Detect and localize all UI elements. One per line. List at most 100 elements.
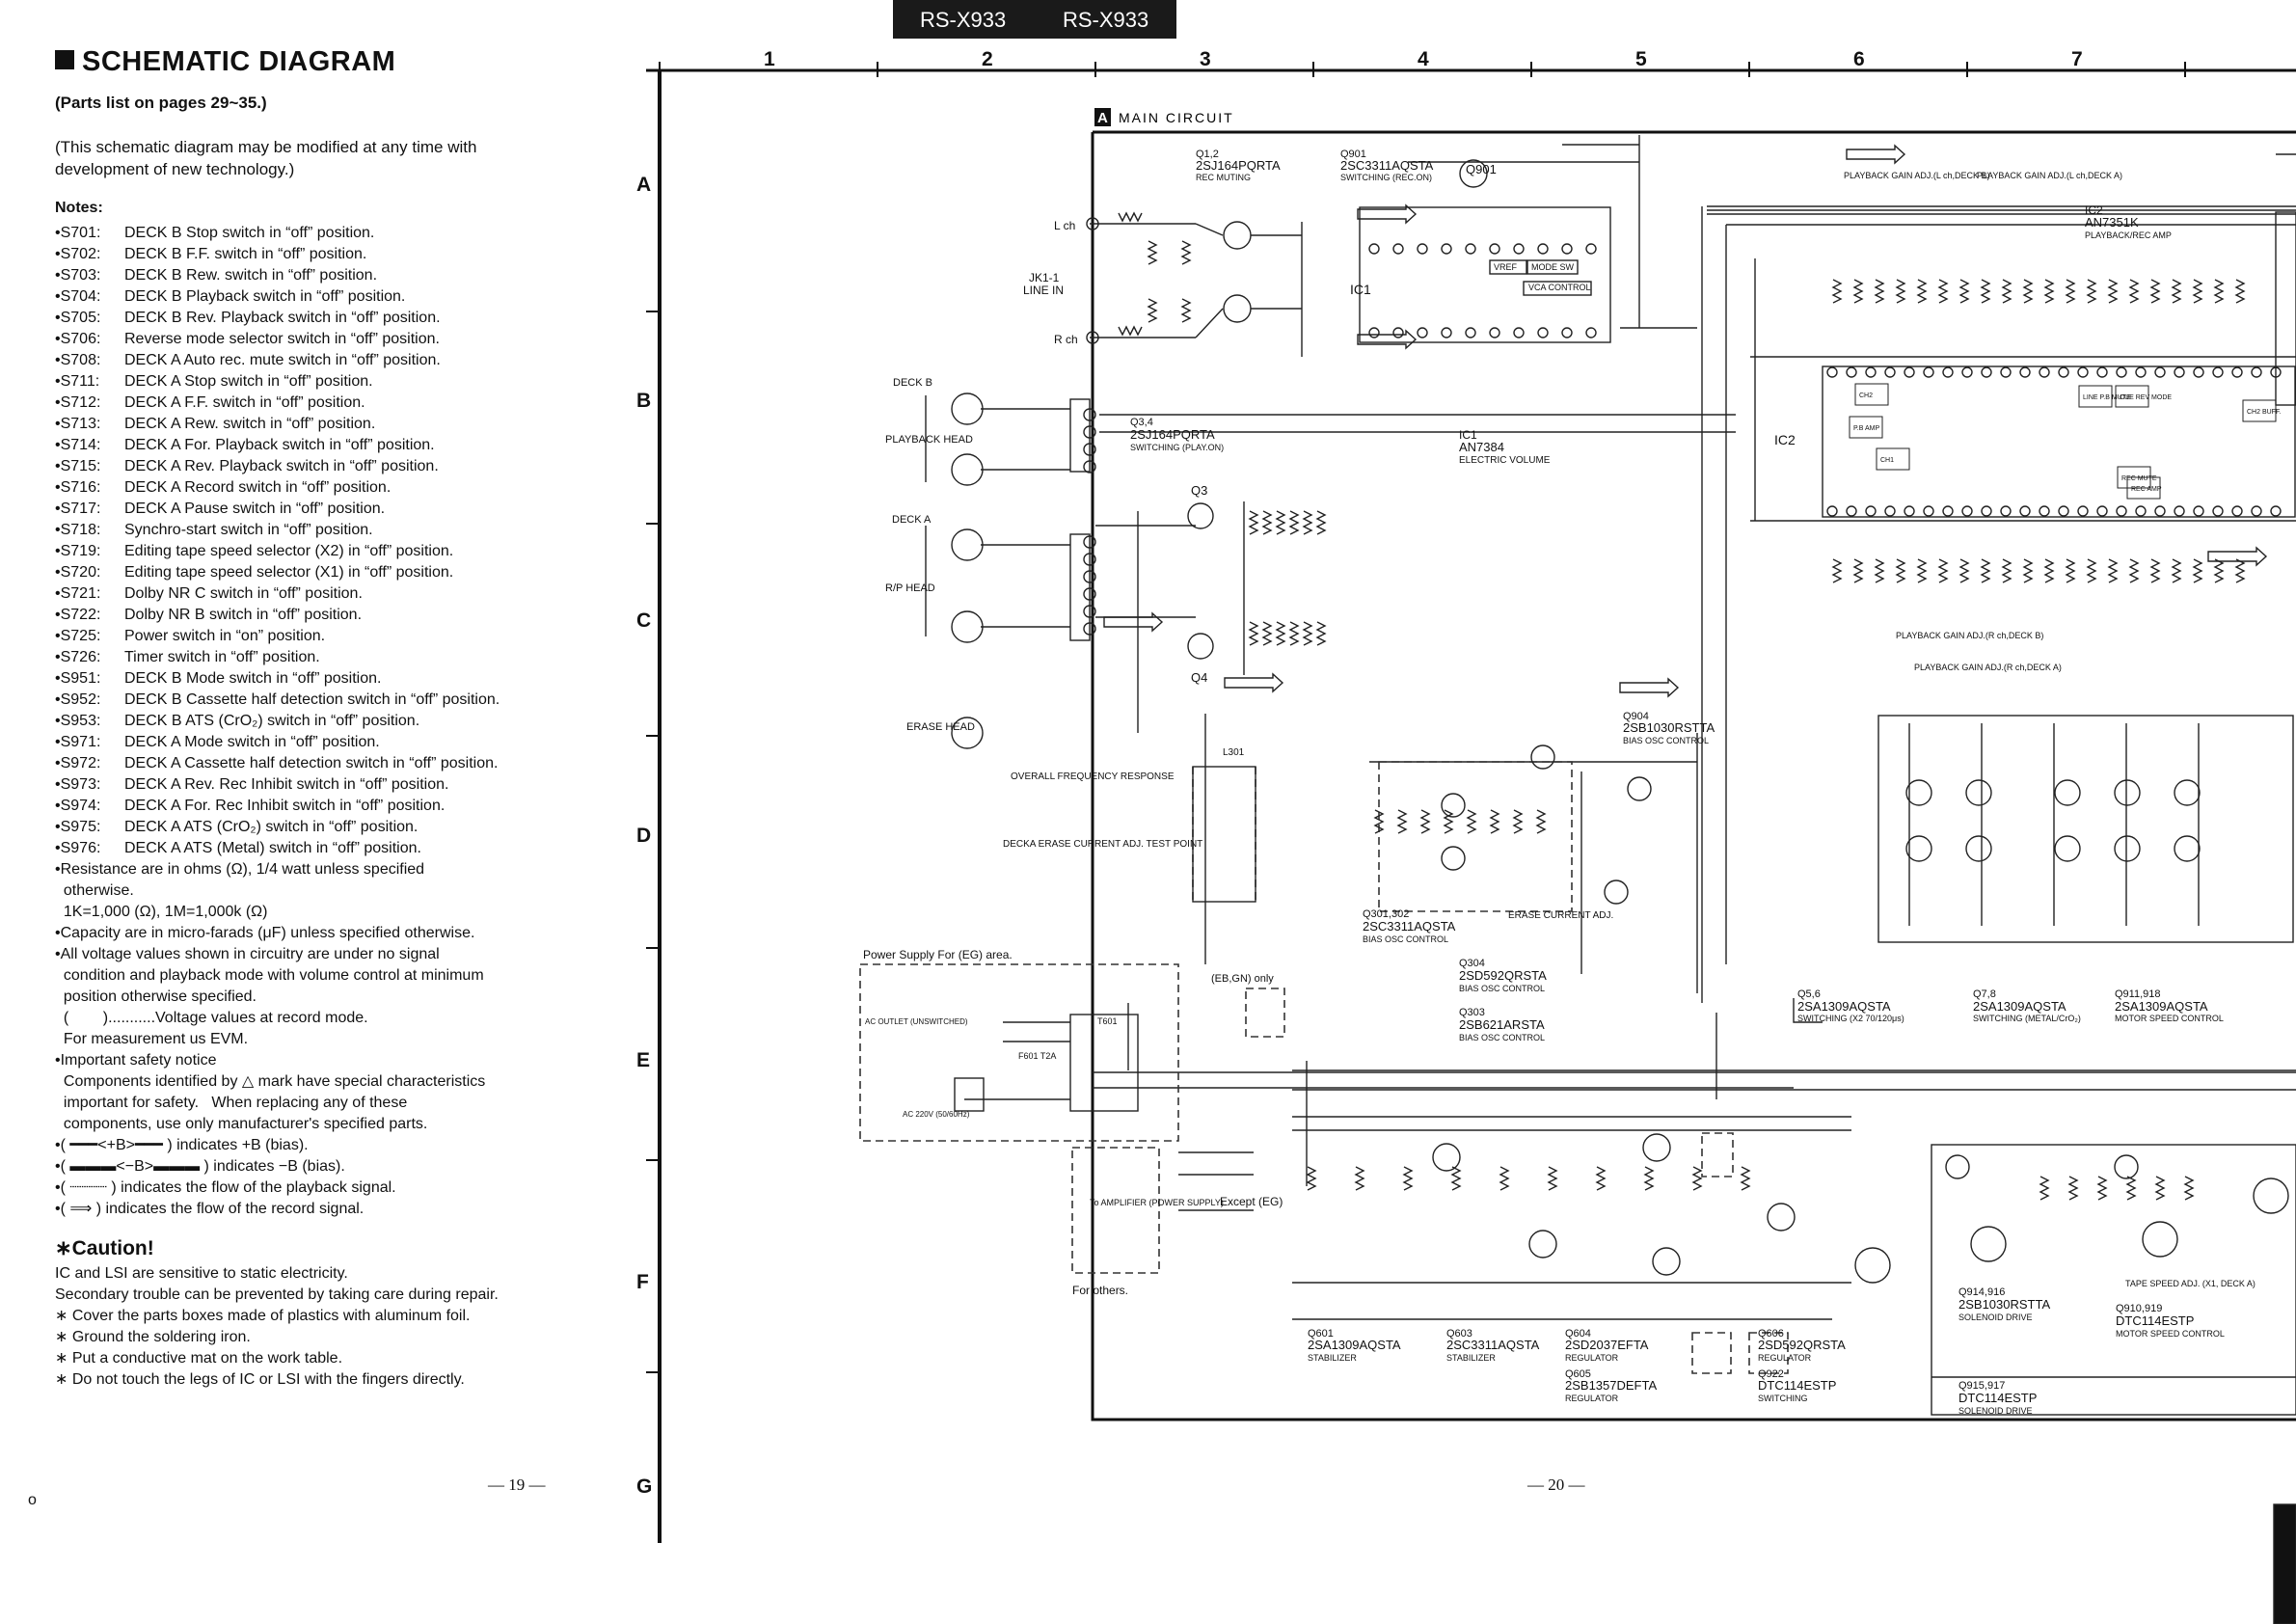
ic-pin <box>2096 366 2108 378</box>
ic-pin <box>2251 505 2262 517</box>
t601-transformer <box>1069 1014 1139 1112</box>
ic-pin <box>1826 505 1838 517</box>
note-line: components, use only manufacturer's spec… <box>55 1116 428 1132</box>
ic-pin <box>1561 243 1573 255</box>
switch-code: •S972: <box>55 755 101 771</box>
q78-part: 2SA1309AQSTA <box>1973 999 2066 1014</box>
wire <box>1793 998 1823 1023</box>
switch-text: DECK A For. Rec Inhibit switch in “off” … <box>124 798 446 814</box>
resistor-symbol <box>1396 809 1408 834</box>
resistor-symbol <box>2154 1176 2166 1201</box>
tape-speed-label: TAPE SPEED ADJ. (X1, DECK A) <box>2125 1279 2255 1288</box>
switch-note: •S713:DECK A Rew. switch in “off” positi… <box>55 414 595 435</box>
ic2-block-label: LINE P.B MUTE <box>2083 394 2131 401</box>
switch-note: •S711:DECK A Stop switch in “off” positi… <box>55 371 595 392</box>
switch-code: •S716: <box>55 479 101 496</box>
resistor-symbol <box>1499 1166 1510 1191</box>
connector-pin <box>1083 425 1096 439</box>
switch-note: •S721:Dolby NR C switch in “off” positio… <box>55 583 595 605</box>
resistor-symbol <box>1895 558 1906 583</box>
ic-pin <box>1961 505 1973 517</box>
resistor-symbol <box>1373 809 1385 834</box>
column-number: 5 <box>1635 48 1647 70</box>
resistor-symbol <box>2086 558 2097 583</box>
q3-label: Q3 <box>1191 483 1207 498</box>
note-line: important for safety. When replacing any… <box>55 1095 408 1111</box>
switch-code: •S725: <box>55 628 101 644</box>
ic-pin <box>2000 505 2012 517</box>
switch-note: •S973:DECK A Rev. Rec Inhibit switch in … <box>55 774 595 796</box>
q56-function: SWITCHING (X2 70/120μs) <box>1797 1014 1904 1023</box>
intro-text: (This schematic diagram may be modified … <box>55 138 477 178</box>
switch-text: Editing tape speed selector (X2) in “off… <box>124 543 454 559</box>
q922-label: Q922 <box>1758 1368 1784 1380</box>
resistor-symbol <box>1691 1166 1703 1191</box>
switch-text: DECK B F.F. switch in “off” position. <box>124 246 367 262</box>
switch-code: •S719: <box>55 543 101 559</box>
switch-text: DECK B Cassette half detection switch in… <box>124 691 500 708</box>
resistor-symbol <box>1147 240 1158 265</box>
resistor-symbol <box>2022 279 2034 304</box>
caution-line: ∗ Do not touch the legs of IC or LSI wit… <box>55 1371 465 1388</box>
ic-pin <box>2000 366 2012 378</box>
switch-transistor <box>2054 835 2081 862</box>
ic-pin <box>1537 243 1549 255</box>
ic2-block <box>2115 385 2149 408</box>
q301-symbol <box>1441 846 1466 871</box>
ic-pin <box>2174 505 2185 517</box>
note-line: position otherwise specified. <box>55 988 257 1005</box>
to-amplifier-label: To AMPLIFIER (POWER SUPPLY) <box>1090 1198 1224 1207</box>
resistor-symbol <box>1315 621 1327 646</box>
ic-pin <box>2058 505 2069 517</box>
ic-pin <box>2154 505 2166 517</box>
rp-head-label: R/P HEAD <box>885 582 935 594</box>
notes-list: •S701:DECK B Stop switch in “off” positi… <box>55 223 595 1220</box>
resistor-symbol <box>2149 279 2161 304</box>
switch-note: •S719: Editing tape speed selector (X2) i… <box>55 541 595 562</box>
resistor-symbol <box>2107 558 2119 583</box>
head-coil <box>951 392 984 425</box>
eb-gn-fuse-box <box>1245 988 1285 1038</box>
ic1-label: IC1 <box>1350 282 1371 297</box>
column-number: 6 <box>1853 48 1865 70</box>
ic-pin <box>2212 366 2224 378</box>
resistor-symbol <box>1852 279 1864 304</box>
driver-block <box>1931 1144 2296 1416</box>
ic-pin <box>2039 366 2050 378</box>
switch-code: •S711: <box>55 373 100 390</box>
connector-pin <box>1083 622 1096 636</box>
resistor-symbol <box>1443 809 1454 834</box>
q304-label: Q304 <box>1459 958 1485 969</box>
ic-pin <box>2039 505 2050 517</box>
ic-pin <box>1585 243 1597 255</box>
line-in-label: LINE IN <box>1023 284 1064 297</box>
ic-pin <box>1923 366 1934 378</box>
switch-text: DECK B Stop switch in “off” position. <box>124 225 375 241</box>
l301-label: L301 <box>1223 747 1245 758</box>
q12-label: Q1,2 <box>1196 149 1219 160</box>
row-letter: C <box>636 609 652 632</box>
ic2-block-label: REC MUTE <box>2121 475 2157 482</box>
parts-list-note: (Parts list on pages 29~35.) <box>55 94 267 112</box>
q904-symbol <box>1627 776 1652 801</box>
q901-function: SWITCHING (REC.ON) <box>1340 173 1432 182</box>
switch-text: DECK A Mode switch in “off” position. <box>124 734 380 750</box>
note-line: •Important safety notice <box>55 1052 217 1069</box>
q901-symbol <box>1459 159 1488 188</box>
ic2-function: PLAYBACK/REC AMP <box>2085 230 2172 240</box>
resistor-symbol <box>1275 621 1286 646</box>
connector-pin <box>1083 605 1096 618</box>
q301-part: 2SC3311AQSTA <box>1363 919 1456 934</box>
q603-function: STABILIZER <box>1446 1353 1496 1363</box>
switch-note: •S976:DECK A ATS (Metal) switch in “off”… <box>55 838 595 859</box>
q604-label: Q604 <box>1565 1328 1591 1340</box>
resistor-symbol <box>2171 279 2182 304</box>
q304-part: 2SD592QRSTA <box>1459 968 1547 983</box>
ic-pin <box>1884 505 1896 517</box>
mode-sw-label: MODE SW <box>1531 262 1575 272</box>
row-letter: A <box>636 174 652 196</box>
switch-transistor <box>2114 779 2141 806</box>
ic-pin <box>2231 366 2243 378</box>
resistor-symbol <box>1180 240 1192 265</box>
q603-part: 2SC3311AQSTA <box>1446 1338 1540 1352</box>
